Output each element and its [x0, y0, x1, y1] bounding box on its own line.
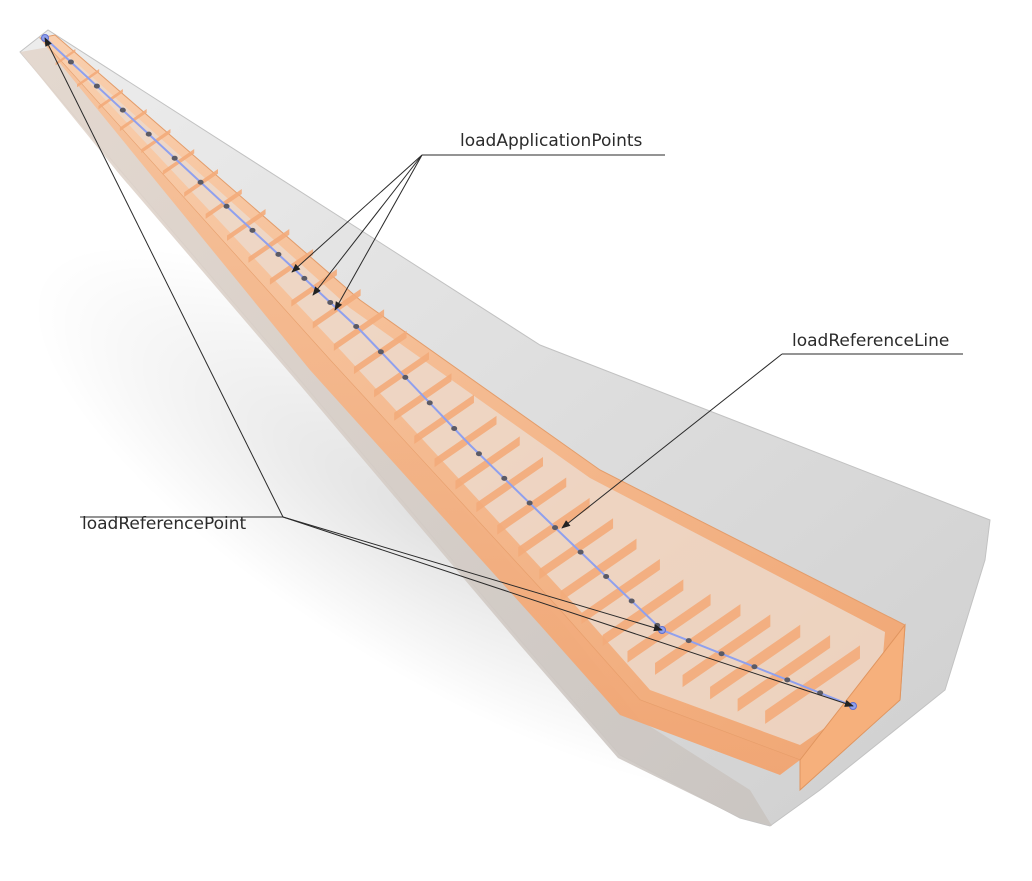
load-application-point — [197, 179, 204, 185]
load-reference-line — [44, 37, 854, 707]
rib — [627, 593, 711, 663]
load-application-point — [301, 275, 308, 281]
leader-point-3 — [282, 516, 854, 707]
leader-app-3 — [334, 154, 423, 311]
load-application-point — [628, 598, 635, 604]
load-application-point — [171, 155, 178, 161]
load-application-point — [718, 651, 725, 657]
load-application-point — [603, 574, 610, 580]
load-application-point — [249, 227, 256, 233]
label-load-reference-point: loadReferencePoint — [82, 514, 246, 534]
rib — [710, 624, 801, 700]
load-application-point — [67, 59, 74, 65]
load-application-point — [784, 677, 791, 683]
load-application-point — [93, 83, 100, 89]
load-application-point — [145, 131, 152, 137]
load-application-point — [451, 425, 458, 431]
load-application-point — [119, 107, 126, 113]
load-application-point — [685, 638, 692, 644]
load-application-point — [223, 203, 230, 209]
load-application-point — [377, 349, 384, 355]
leader-lines — [44, 37, 963, 707]
rib — [682, 614, 771, 688]
leader-point-1 — [44, 37, 284, 518]
label-load-application-points: loadApplicationPoints — [460, 131, 643, 151]
rib — [765, 645, 860, 724]
load-application-point — [526, 500, 533, 506]
label-load-reference-line: loadReferenceLine — [792, 331, 949, 351]
load-application-point — [577, 549, 584, 555]
leader-line-1 — [561, 353, 783, 529]
load-application-point — [402, 374, 409, 380]
rib — [655, 604, 741, 675]
load-application-point — [552, 525, 559, 531]
load-reference-line-group — [41, 34, 857, 710]
leader-point-2 — [282, 516, 663, 632]
load-application-point — [353, 323, 360, 329]
load-application-point — [327, 299, 334, 305]
load-application-point — [501, 475, 508, 481]
load-application-point — [275, 251, 282, 257]
leader-app-1 — [291, 154, 423, 273]
leader-app-2 — [312, 154, 423, 296]
load-application-point — [426, 400, 433, 406]
load-application-point — [475, 451, 482, 457]
rib — [737, 635, 831, 712]
load-application-point — [751, 664, 758, 670]
